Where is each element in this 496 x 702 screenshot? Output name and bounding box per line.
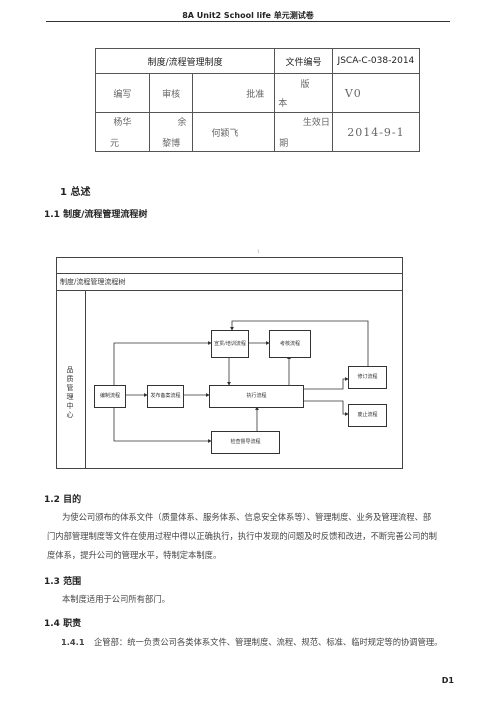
duty-number: 1.4.1 <box>61 637 85 647</box>
node-inspect: 检查督导流程 <box>211 431 280 454</box>
chart-top-bar <box>57 258 402 274</box>
section-1-4-heading: 1.4 职责 <box>44 619 82 629</box>
page-number: D1 <box>441 676 454 685</box>
flow-tree-chart: 制度/流程管理流程树 品质管理中心 <box>56 257 403 469</box>
node-release: 发布备案流程 <box>147 385 184 408</box>
reviewer-name: 余 黎博 <box>148 112 194 152</box>
approver-label: 批准 <box>192 73 276 113</box>
section-1-2-heading: 1.2 目的 <box>44 495 82 505</box>
purpose-line-3: 度体系，提升公司的管理水平，特制定本制度。 <box>47 550 222 560</box>
system-name-cell: 制度/流程管理制度 <box>94 48 276 74</box>
node-compile: 编制流程 <box>94 385 126 408</box>
section-1-1-heading: 1.1 制度/流程管理流程树 <box>44 210 148 220</box>
reviewer-label: 审核 <box>148 73 194 113</box>
swimlane-label: 品质管理中心 <box>66 366 74 419</box>
version-label: 版 本 <box>274 73 333 113</box>
document-info-table: 制度/流程管理制度 文件编号 JSCA-C-038-2014 编写 审核 批准 … <box>94 48 421 152</box>
page-header: 8A Unit2 School life 单元测试卷 <box>182 11 314 20</box>
writer-label: 编写 <box>95 73 150 113</box>
node-revise: 修订流程 <box>348 366 387 389</box>
node-training: 宣贯/培训流程 <box>211 330 249 358</box>
version-value: V0 <box>331 73 421 113</box>
swimlane: 品质管理中心 <box>57 291 86 468</box>
figure-mark: 1 <box>257 249 261 255</box>
duty-text: 企管部：统一负责公司各类体系文件、管理制度、流程、规范、标准、临时规定等的协调管… <box>94 637 443 647</box>
chart-title: 制度/流程管理流程树 <box>60 278 126 286</box>
section-1-heading: 1 总述 <box>60 187 91 198</box>
flow-connectors <box>113 320 369 443</box>
file-number-label: 文件编号 <box>274 48 333 74</box>
purpose-line-1: 为使公司颁布的体系文件（质量体系、服务体系、信息安全体系等）、管理制度、业务及管… <box>62 512 432 522</box>
header-rule <box>46 21 450 22</box>
purpose-line-2: 门内部管理制度等文件在使用过程中得以正确执行，执行中发现的问题及时反馈和改进，不… <box>47 531 437 541</box>
file-number-value: JSCA-C-038-2014 <box>331 48 421 74</box>
scope-text: 本制度适用于公司所有部门。 <box>62 594 170 604</box>
effective-date-value: 2014-9-1 <box>331 112 421 152</box>
node-abolish: 废止流程 <box>348 404 387 427</box>
section-1-3-heading: 1.3 范围 <box>44 577 82 587</box>
approver-name: 何颖飞 <box>192 112 276 152</box>
writer-name: 杨华 元 <box>95 112 150 152</box>
effective-date-label: 生效日 期 <box>274 112 333 152</box>
node-execute: 执行流程 <box>209 385 304 408</box>
chart-divider <box>57 290 402 291</box>
node-review: 考核流程 <box>269 330 311 358</box>
